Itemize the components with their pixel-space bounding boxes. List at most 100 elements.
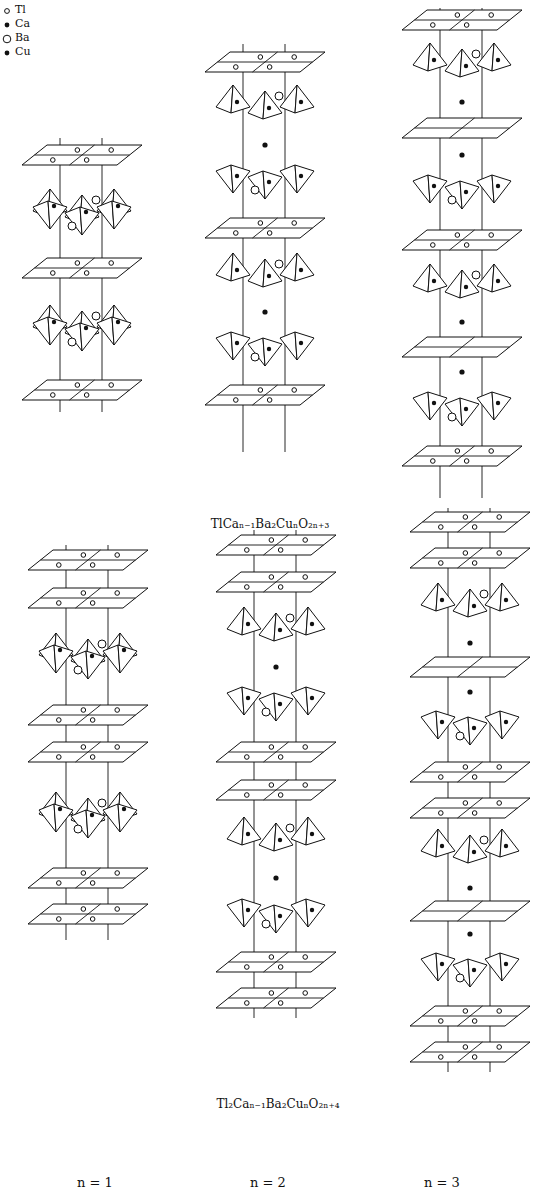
sheet-grid <box>423 1016 518 1017</box>
ca-atom <box>459 152 464 157</box>
legend-label: Tl <box>15 4 26 16</box>
ba-atom <box>480 836 488 844</box>
cu-atom <box>310 696 314 700</box>
tl-atom <box>439 775 444 780</box>
tl-atom <box>81 708 86 713</box>
member-label: n = 1 <box>77 1176 113 1190</box>
tl-atom <box>278 755 283 760</box>
tl-atom <box>497 1009 502 1014</box>
polyhedron-face <box>103 804 120 832</box>
cu-atom <box>84 326 88 330</box>
ba-atom <box>92 196 100 204</box>
ca-atom <box>262 142 267 147</box>
tl-atom <box>90 601 95 606</box>
polyhedron-face <box>54 645 73 673</box>
polyhedron-face <box>33 201 50 229</box>
ba-atom <box>472 271 480 279</box>
tl-atom <box>489 449 494 454</box>
cu-atom <box>90 654 94 658</box>
sheet-outline <box>410 901 530 921</box>
tl-atom <box>81 907 86 912</box>
polyhedra-row <box>216 85 314 119</box>
tl-atom <box>81 591 86 596</box>
tl-atom <box>90 917 95 922</box>
polyhedron-face <box>477 43 494 71</box>
oxide-sheet <box>28 550 148 570</box>
polyhedron-face <box>216 332 233 360</box>
polyhedron-face <box>436 953 455 981</box>
formula-label: Tl₂Caₙ₋₁Ba₂CuₙO₂ₙ₊₄ <box>216 1098 339 1111</box>
ba-atom <box>456 974 464 982</box>
tl-atom <box>57 881 62 886</box>
ca-atom <box>467 640 472 645</box>
tl-atom <box>464 243 469 248</box>
tl-atom <box>269 745 274 750</box>
ba-atom <box>275 92 283 100</box>
legend-symbol <box>5 51 10 56</box>
ca-atom <box>459 99 464 104</box>
polyhedron-face <box>453 835 470 863</box>
ba-atom <box>74 825 82 833</box>
tl-atom <box>115 907 120 912</box>
polyhedron-face <box>468 959 487 987</box>
tl-atom <box>51 158 56 163</box>
polyhedron-face <box>39 804 56 832</box>
ba-atom <box>456 732 464 740</box>
sheet-outline <box>28 868 148 888</box>
polyhedron-face <box>231 165 250 193</box>
sheet-grid <box>423 1052 518 1053</box>
tl-atom <box>472 775 477 780</box>
oxide-sheet <box>402 230 522 250</box>
cu-atom <box>432 58 436 62</box>
sheet-outline <box>205 218 325 238</box>
polyhedron-face <box>280 85 297 113</box>
polyhedron-face <box>291 687 308 715</box>
polyhedra-row <box>227 899 325 933</box>
cu-atom <box>496 58 500 62</box>
polyhedron-face <box>468 589 487 617</box>
sheet-outline <box>216 780 336 800</box>
polyhedra-row <box>39 792 137 838</box>
sheet-grid <box>218 62 313 63</box>
polyhedron-face <box>118 804 137 832</box>
tl-atom <box>75 261 80 266</box>
cu-atom <box>464 190 468 194</box>
cu-atom <box>504 962 508 966</box>
tl-atom <box>463 765 468 770</box>
tl-atom <box>84 393 89 398</box>
tl-atom <box>472 1055 477 1060</box>
sheet-outline <box>28 904 148 924</box>
sheet-outline <box>402 230 522 250</box>
polyhedron-face <box>48 201 67 229</box>
polyhedron-face <box>428 264 447 292</box>
tl-atom <box>455 233 460 238</box>
polyhedron-face <box>295 253 314 281</box>
sheet-grid <box>229 582 324 583</box>
tl-atom <box>489 13 494 18</box>
tl-atom <box>57 718 62 723</box>
sheet-outline <box>216 952 336 972</box>
tl-atom <box>278 548 283 553</box>
tl-atom <box>439 811 444 816</box>
oxide-sheet <box>216 988 336 1008</box>
polyhedron-face <box>445 270 462 298</box>
sheet-grid <box>41 560 136 561</box>
polyhedron-face <box>428 43 447 71</box>
tl-atom <box>267 65 272 70</box>
cu-atom <box>278 628 282 632</box>
polyhedron-face <box>485 583 502 611</box>
polyhedron-face <box>306 607 325 635</box>
sheet-outline <box>216 572 336 592</box>
tl-atom <box>497 1045 502 1050</box>
polyhedron-face <box>280 253 297 281</box>
polyhedra-row <box>421 953 519 987</box>
tl-atom <box>115 591 120 596</box>
cu-atom <box>122 648 126 652</box>
cu-atom <box>235 174 239 178</box>
polyhedron-face <box>231 332 250 360</box>
tl-atom <box>269 991 274 996</box>
tl-atom <box>439 1019 444 1024</box>
sheet-outline <box>410 1006 530 1026</box>
tl-atom <box>497 765 502 770</box>
polyhedron-face <box>500 829 519 857</box>
